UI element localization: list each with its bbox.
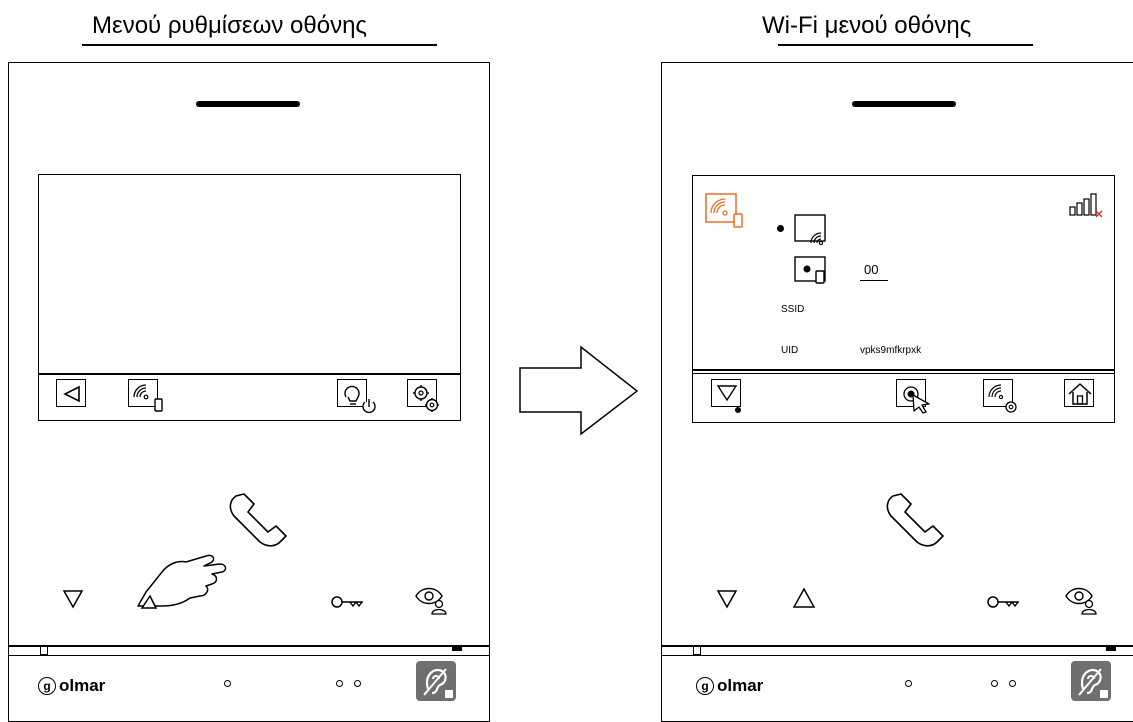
right-handset-icon[interactable] xyxy=(883,488,955,554)
left-speaker xyxy=(196,101,300,107)
right-title-underline xyxy=(778,44,1033,46)
touch-select-icon xyxy=(903,386,930,414)
right-led-slot xyxy=(693,645,701,655)
handset-icon[interactable] xyxy=(226,488,298,554)
wifi-link-option[interactable] xyxy=(793,213,833,247)
wifi-settings-button[interactable] xyxy=(983,379,1017,413)
right-screen-toolbar-divider-2 xyxy=(692,373,1115,374)
right-hearing-loop-badge xyxy=(1071,661,1111,701)
triangle-down-icon[interactable] xyxy=(62,588,84,609)
wifi-device-icon xyxy=(133,384,163,412)
selected-option-bullet xyxy=(777,225,784,232)
left-indicator-dot-b xyxy=(354,680,361,687)
home-icon xyxy=(1068,383,1092,405)
light-power-icon xyxy=(344,385,376,414)
device-number-underline xyxy=(860,280,888,282)
hearing-loop-icon xyxy=(423,668,453,698)
right-screen-toolbar-divider xyxy=(692,369,1115,371)
eye-user-icon[interactable] xyxy=(414,584,448,616)
left-led-slot xyxy=(40,645,48,655)
touch-select-button[interactable] xyxy=(896,379,930,414)
back-arrow-icon xyxy=(63,385,80,403)
down-button[interactable] xyxy=(711,379,741,413)
left-mic-slot xyxy=(452,645,462,651)
right-indicator-dot xyxy=(905,680,912,687)
wifi-settings-icon xyxy=(988,384,1017,413)
light-power-button[interactable] xyxy=(337,379,376,414)
left-base-divider xyxy=(8,645,490,647)
uid-label: UID xyxy=(781,345,799,356)
right-base-divider-2 xyxy=(661,655,1133,657)
right-key-icon[interactable] xyxy=(986,594,1020,610)
left-panel-title: Μενού ρυθμίσεων οθόνης xyxy=(92,12,367,39)
wifi-menu-button[interactable] xyxy=(128,379,163,412)
left-title-underline xyxy=(82,44,437,46)
right-panel-title: Wi-Fi μενού οθόνης xyxy=(762,12,972,39)
key-icon[interactable] xyxy=(330,594,364,610)
right-triangle-down-icon[interactable] xyxy=(716,588,738,609)
device-number-option[interactable] xyxy=(793,255,833,287)
right-hearing-loop-icon xyxy=(1078,668,1108,698)
left-base-divider-2 xyxy=(8,655,490,657)
settings-button[interactable] xyxy=(407,379,439,412)
left-screen-toolbar-divider xyxy=(38,373,461,375)
left-indicator-dot xyxy=(224,680,231,687)
right-speaker xyxy=(852,101,956,107)
back-button[interactable] xyxy=(56,379,86,407)
right-mic-slot xyxy=(1106,645,1116,651)
left-indicator-dot-a xyxy=(336,680,343,687)
wifi-signal-icon xyxy=(1069,193,1103,218)
down-icon xyxy=(716,385,741,413)
uid-value: vpks9mfkrpxk xyxy=(860,345,922,356)
right-base-divider xyxy=(661,645,1133,647)
settings-gear-icon xyxy=(413,385,439,412)
home-button[interactable] xyxy=(1064,379,1094,407)
right-indicator-dot-a xyxy=(991,680,998,687)
left-hearing-loop-badge xyxy=(416,661,456,701)
right-indicator-dot-b xyxy=(1009,680,1016,687)
triangle-up-icon[interactable] xyxy=(792,587,816,609)
device-number-value: 00 xyxy=(864,262,879,277)
transition-arrow-icon xyxy=(519,345,639,436)
right-eye-user-icon[interactable] xyxy=(1064,584,1098,616)
hand-pointer-icon xyxy=(137,554,227,609)
ssid-label: SSID xyxy=(781,304,805,315)
wifi-mode-icon xyxy=(705,193,743,228)
left-screen xyxy=(38,174,461,421)
